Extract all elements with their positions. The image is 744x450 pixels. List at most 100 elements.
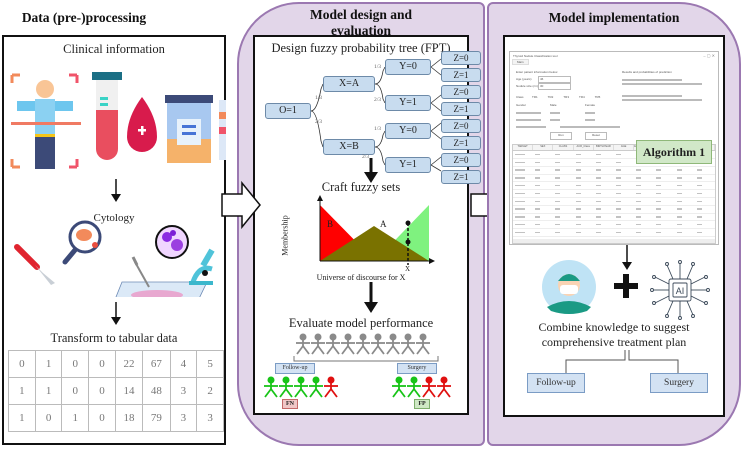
table-cell	[594, 223, 614, 226]
table-cell	[695, 184, 715, 187]
population-icons	[296, 333, 430, 355]
table-cell	[574, 169, 594, 171]
cytology-icons	[14, 220, 215, 297]
table-cell	[654, 192, 674, 195]
edge-label: 1/3	[315, 95, 323, 101]
table-cell	[574, 200, 594, 203]
table-cell	[675, 223, 695, 226]
table-cell: 4	[169, 350, 198, 378]
edge-label: 2/3	[315, 119, 323, 125]
table-cell	[695, 200, 715, 203]
radio-option[interactable]: Female	[585, 103, 596, 107]
tree-node-y: Y=1	[385, 157, 431, 173]
radio-option[interactable]: TR4	[579, 95, 585, 99]
table-row: 1 0 1 0 18 79 3 3	[8, 404, 224, 432]
radio-option[interactable]: Male	[550, 103, 557, 107]
table-cell	[553, 208, 573, 210]
tree-node-z: Z=0	[441, 153, 481, 167]
table-row[interactable]	[513, 229, 715, 237]
table-cell	[634, 192, 654, 195]
table-cell	[574, 223, 594, 226]
radio-option[interactable]: TR1	[532, 95, 538, 99]
specimen-cup-icon	[165, 95, 213, 163]
stained-cells-icon	[155, 225, 189, 259]
size-input[interactable]: 30	[538, 83, 571, 90]
table-cell: 0	[88, 350, 116, 378]
table-row[interactable]	[513, 213, 715, 222]
table-cell	[675, 177, 695, 179]
table-cell	[513, 231, 533, 234]
table-cell	[574, 184, 594, 187]
table-cell	[513, 177, 533, 179]
arrow-down-icon	[364, 158, 378, 183]
person-icon	[386, 333, 400, 355]
table-header-cell[interactable]: SEX	[533, 145, 554, 150]
table-row[interactable]	[513, 174, 715, 183]
table-cell: 1	[8, 404, 36, 432]
table-cell	[594, 177, 614, 179]
person-icon	[401, 333, 415, 355]
radio-option[interactable]: TR5	[594, 95, 601, 99]
table-row[interactable]	[513, 167, 715, 175]
table-row[interactable]	[513, 190, 715, 198]
table-header-cell[interactable]: AGE	[614, 145, 635, 150]
table-cell	[614, 184, 634, 187]
table-row[interactable]	[513, 198, 715, 206]
table-cell	[533, 177, 553, 179]
person-icon	[296, 333, 310, 355]
table-cell	[553, 177, 573, 179]
implementation-panel: Thyroid Nodule Classification tool – ▢ ✕…	[503, 35, 725, 417]
table-row[interactable]	[513, 182, 715, 191]
table-cell	[533, 231, 553, 234]
table-header-cell[interactable]: TARGET	[513, 145, 534, 150]
text-line: Combine knowledge to suggest	[538, 320, 690, 334]
body-scan-icon	[10, 73, 81, 169]
table-cell	[574, 177, 594, 179]
table-cell	[594, 184, 614, 187]
age-input[interactable]: 46	[538, 76, 571, 83]
table-cell	[513, 200, 533, 203]
table-cell	[634, 216, 654, 218]
section-title-design: Model design and evaluation	[237, 7, 485, 39]
person-icon	[326, 333, 340, 355]
edge-label: 1/3	[374, 64, 382, 70]
person-icon	[309, 376, 323, 398]
class-radio-group[interactable]: TR1 TR2 TR3 TR4 TR5	[532, 95, 600, 99]
table-cell	[513, 153, 533, 156]
tree-node-root: O=1	[265, 103, 311, 119]
table-cell	[513, 223, 533, 226]
table-row[interactable]	[513, 206, 715, 214]
tree-node-x: X=A	[323, 76, 375, 92]
table-cell	[695, 223, 715, 226]
table-header-cell[interactable]: ACR_Class	[574, 145, 594, 150]
test-tube-icon	[92, 72, 122, 160]
table-header-cell[interactable]: BIRTHYEAR	[594, 145, 615, 150]
person-icon	[264, 376, 278, 398]
table-cell	[553, 200, 573, 203]
horizontal-scrollbar[interactable]	[513, 239, 715, 243]
table-header-cell[interactable]: CLASS	[553, 145, 574, 150]
table-cell: 67	[142, 350, 171, 378]
radio-option[interactable]: TR3	[563, 95, 570, 99]
table-cell	[654, 200, 674, 203]
combine-knowledge-text: Combine knowledge to suggest comprehensi…	[505, 320, 723, 350]
run-button[interactable]: Run	[550, 132, 572, 140]
tree-node-z: Z=1	[441, 102, 481, 116]
fuzzy-overlap	[320, 226, 429, 261]
table-cell	[695, 192, 715, 195]
reset-button[interactable]: Reset	[585, 132, 607, 140]
table-cell	[553, 231, 573, 234]
table-cell	[513, 216, 533, 218]
table-cell	[574, 216, 594, 218]
radio-option[interactable]: TR2	[547, 95, 554, 99]
person-icon	[392, 376, 406, 398]
surgeon-icon	[542, 260, 596, 314]
size-label: Nodule size (cm)	[516, 84, 539, 88]
table-cell: 14	[114, 377, 144, 405]
app-tab[interactable]: Main	[512, 59, 529, 65]
table-row[interactable]	[513, 221, 715, 230]
window-controls[interactable]: – ▢ ✕	[703, 53, 715, 58]
table-cell: 0	[34, 404, 63, 432]
tree-node-z: Z=0	[441, 85, 481, 99]
table-cell	[594, 153, 614, 156]
